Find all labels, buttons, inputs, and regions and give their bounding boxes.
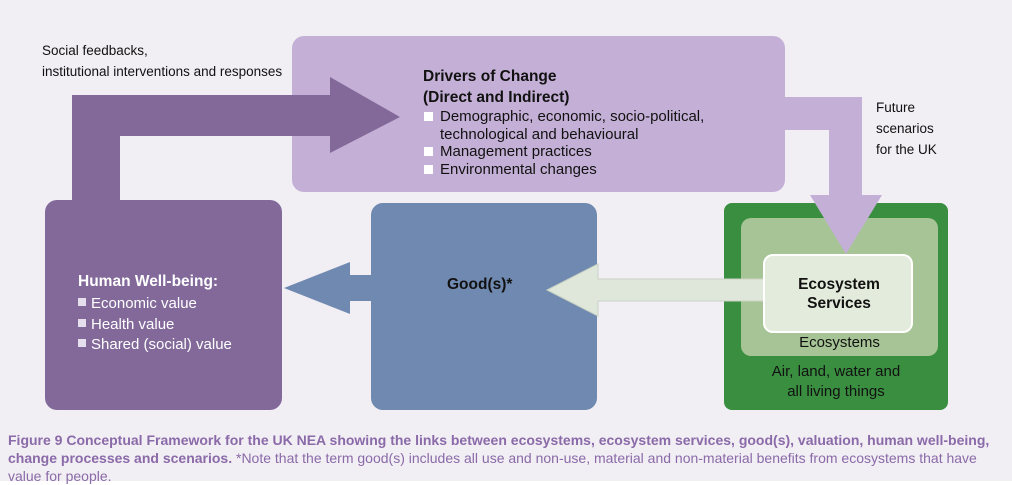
environment-line2: all living things [787, 383, 885, 400]
wellbeing-item: Shared (social) value [78, 335, 232, 356]
future-line2: scenarios [876, 121, 934, 136]
environment-label: Air, land, water and all living things [724, 362, 948, 402]
bullet-square-icon [78, 298, 86, 306]
bullet-square-icon [78, 318, 86, 327]
goods-label: Good(s)* [447, 276, 513, 293]
feedback-arrow [72, 77, 400, 200]
drivers-item: Demographic, economic, socio-political, … [424, 108, 704, 143]
wellbeing-item-label: Economic value [91, 295, 197, 312]
services-to-goods-arrow [545, 263, 766, 317]
drivers-item-label: technological and behavioural [440, 125, 639, 143]
human-wellbeing-title: Human Well-being: [78, 273, 219, 290]
goods-to-wellbeing-arrow [284, 262, 371, 314]
figure-caption-note: *Note that the term good(s) includes all… [8, 450, 977, 484]
services-line1: Ecosystem [798, 276, 880, 293]
bullet-square-icon [424, 164, 433, 174]
bullet-square-icon [424, 147, 433, 156]
drivers-title-line2: (Direct and Indirect) [423, 89, 570, 106]
wellbeing-item-label: Health value [91, 315, 175, 333]
human-wellbeing-list: Economic value Health value Shared (soci… [78, 294, 232, 356]
ecosystem-services-label: Ecosystem Services [765, 275, 913, 313]
figure-caption: Figure 9 Conceptual Framework for the UK… [8, 431, 1008, 485]
goods-box [371, 203, 597, 410]
wellbeing-item: Economic value [78, 294, 232, 315]
feedback-line1: Social feedbacks, [42, 43, 148, 58]
future-line1: Future [876, 100, 916, 115]
drivers-item: Environmental changes [424, 161, 704, 179]
future-line3: for the UK [876, 142, 937, 157]
drivers-item-label: Management practices [440, 143, 592, 160]
ecosystems-label: Ecosystems [799, 334, 880, 351]
figure-caption-title: Figure 9 Conceptual Framework for the UK… [8, 432, 990, 466]
feedback-label: Social feedbacks, institutional interven… [42, 40, 282, 82]
feedback-line2: institutional interventions and response… [42, 64, 283, 79]
ecosystem-services-box [763, 254, 913, 333]
future-scenarios-arrow [785, 97, 882, 254]
environment-line1: Air, land, water and [771, 363, 901, 380]
drivers-item: Management practices [424, 143, 704, 161]
wellbeing-item-label: Shared (social) value [91, 336, 232, 353]
drivers-list: Demographic, economic, socio-political, … [424, 108, 704, 178]
drivers-item-label: Demographic, economic, socio-political, [440, 108, 705, 125]
bullet-square-icon [424, 112, 433, 121]
services-line2: Services [807, 295, 871, 312]
drivers-title-line1: Drivers of Change [423, 68, 557, 85]
wellbeing-item: Health value [78, 315, 232, 336]
drivers-title: Drivers of Change (Direct and Indirect) [423, 66, 569, 108]
drivers-item-label: Environmental changes [440, 160, 597, 178]
future-scenarios-label: Future scenarios for the UK [876, 97, 937, 160]
bullet-square-icon [78, 339, 86, 347]
